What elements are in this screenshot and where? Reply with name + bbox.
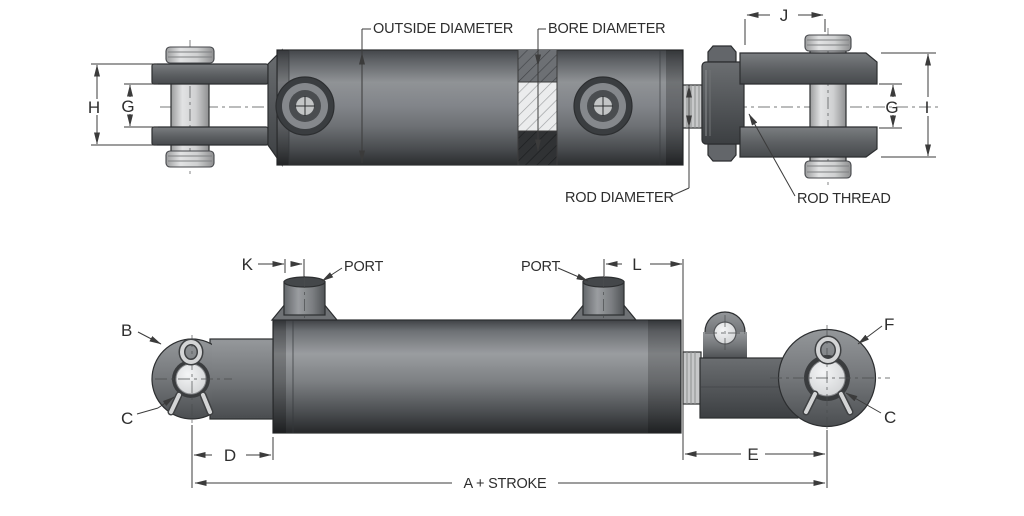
- dim-label-j: J: [780, 6, 789, 25]
- dim-label-c-left: C: [121, 409, 133, 428]
- dim-j: J: [744, 6, 826, 45]
- callout-port-left: PORT: [321, 259, 384, 282]
- dim-h: H: [88, 63, 157, 146]
- leader-f: F: [857, 315, 894, 345]
- rod-clevis-base: [701, 61, 745, 145]
- label-outside-diameter: OUTSIDE DIAMETER: [373, 21, 513, 37]
- dim-label-f: F: [884, 315, 894, 334]
- rod-eye: [770, 325, 890, 430]
- cylinder-barrel-side: [272, 319, 682, 434]
- rod-gland: [682, 351, 702, 405]
- dim-i: I: [881, 52, 936, 158]
- dim-e: E: [684, 430, 828, 488]
- dim-label-l: L: [632, 255, 641, 274]
- dim-g-left: G: [121, 83, 158, 128]
- label-port-right: PORT: [521, 259, 561, 275]
- top-view: H G OUTSIDE DIAMETER BORE DIAMETER: [88, 6, 938, 207]
- rod-jam-nut-bottom: [707, 143, 737, 162]
- dim-label-c-right: C: [884, 408, 896, 427]
- dim-label-e: E: [747, 445, 758, 464]
- dim-label-d: D: [224, 446, 236, 465]
- dim-a-plus-stroke: A + STROKE: [194, 476, 826, 492]
- callout-rod-diameter: ROD DIAMETER: [565, 85, 692, 206]
- cylinder-barrel: [276, 49, 684, 166]
- dim-label-i: I: [925, 98, 930, 117]
- port-boss-right: [573, 76, 633, 136]
- rod-jam-nut-top: [707, 45, 737, 63]
- dim-label-a-plus-stroke: A + STROKE: [463, 476, 547, 492]
- leader-c-right: C: [845, 392, 896, 427]
- port-boss-left: [275, 76, 335, 136]
- callout-rod-thread: ROD THREAD: [748, 113, 891, 207]
- rod-clevis: [701, 45, 878, 162]
- callout-port-right: PORT: [521, 259, 589, 282]
- butt-eye-clip: [167, 338, 214, 416]
- callout-bore-diameter: BORE DIAMETER: [535, 21, 666, 152]
- dim-g-right: G: [879, 83, 902, 129]
- dim-d: D: [191, 425, 274, 488]
- butt-clevis-pin-caps: [165, 46, 215, 168]
- rod-eye-clip: [802, 335, 854, 416]
- rod-clevis-arm-top: [739, 52, 878, 85]
- port-left: [270, 276, 339, 322]
- dim-label-g-left: G: [121, 97, 134, 116]
- label-rod-diameter: ROD DIAMETER: [565, 190, 674, 206]
- dim-k: K: [242, 255, 305, 278]
- bottom-view: K PORT PORT L B C: [121, 255, 896, 492]
- rod-clevis-arm-bottom: [739, 126, 878, 158]
- dim-label-b: B: [121, 321, 132, 340]
- label-bore-diameter: BORE DIAMETER: [548, 21, 665, 37]
- callout-outside-diameter: OUTSIDE DIAMETER: [359, 21, 513, 163]
- port-right: [569, 276, 638, 322]
- label-port-left: PORT: [344, 259, 384, 275]
- dim-label-h: H: [88, 98, 100, 117]
- dim-label-g-right: G: [885, 98, 898, 117]
- leader-b: B: [121, 321, 162, 345]
- piston-rod: [682, 84, 703, 129]
- dim-label-k: K: [242, 255, 254, 274]
- rod-clevis-pin-caps: [804, 34, 852, 179]
- label-rod-thread: ROD THREAD: [797, 191, 891, 207]
- dim-l: L: [603, 255, 684, 460]
- leader-c-left: C: [121, 396, 175, 428]
